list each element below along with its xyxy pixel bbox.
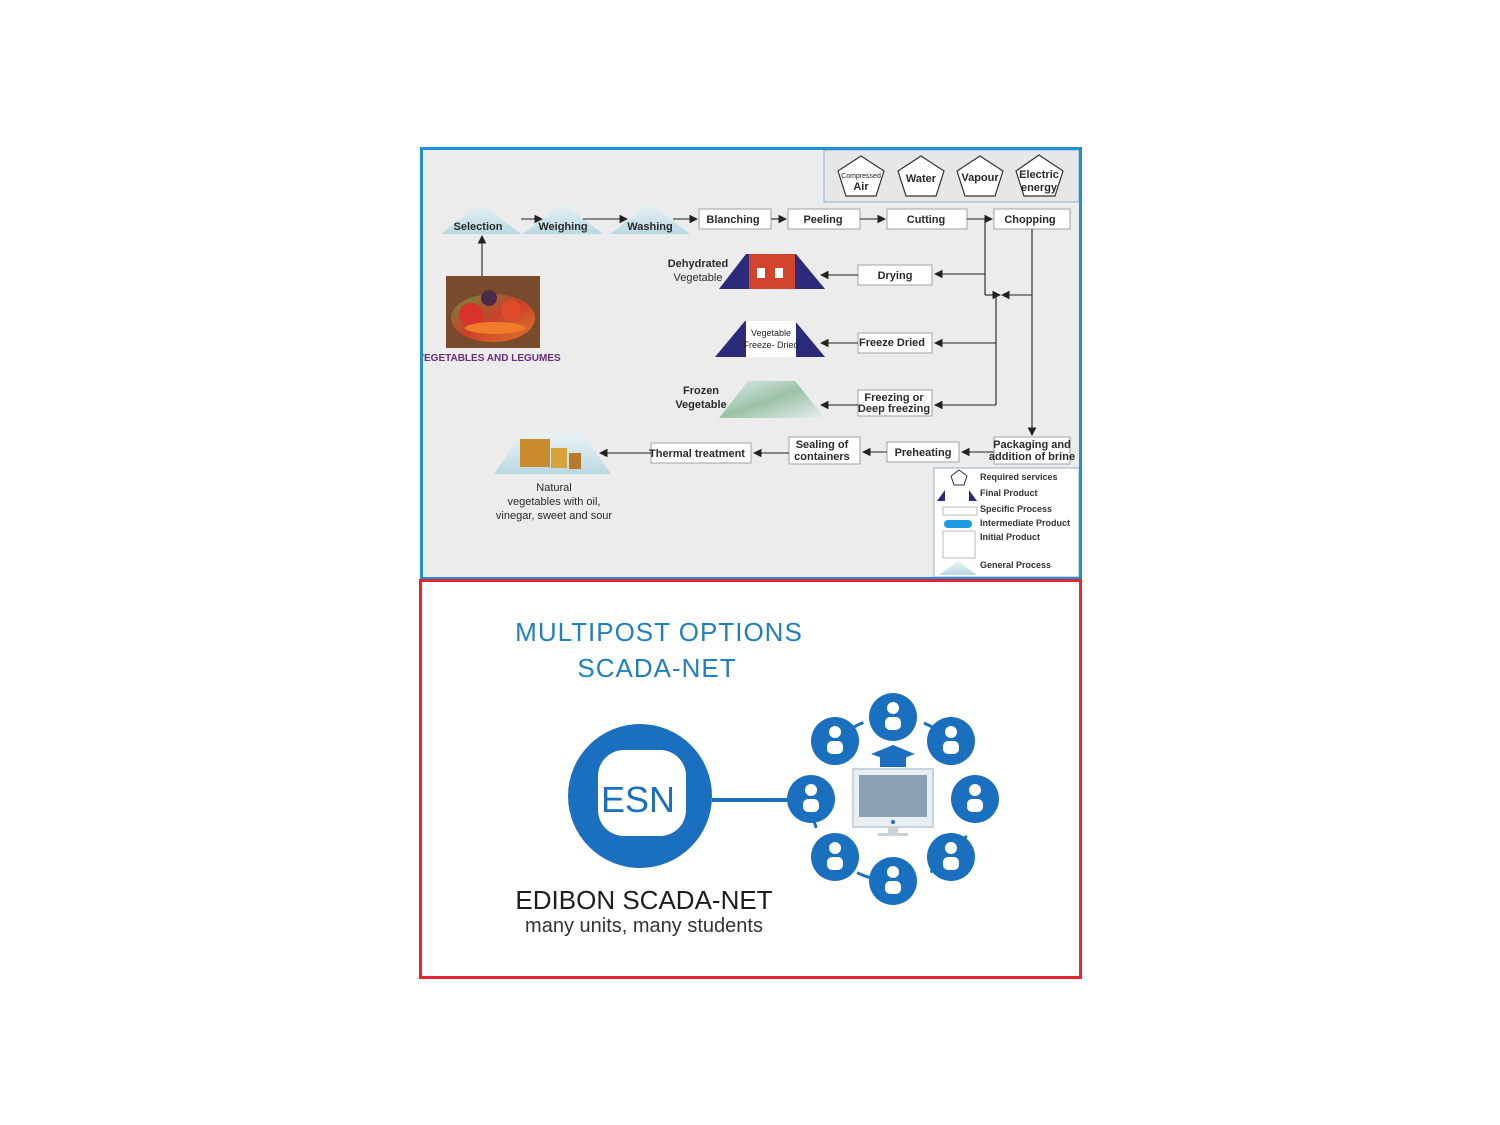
natural-line2: vegetables with oil, — [508, 496, 601, 508]
process-peeling: Peeling — [787, 208, 861, 230]
scada-title-line1: MULTIPOST OPTIONS — [515, 617, 803, 647]
process-thermal-treatment: Thermal treatment — [649, 442, 752, 464]
natural-line3: vinegar, sweet and sour — [496, 510, 613, 522]
student-icon — [926, 832, 975, 881]
legend-intermediate-icon — [944, 520, 972, 528]
general-process-selection: Selection — [441, 203, 521, 234]
process-blanching: Blanching — [698, 208, 772, 230]
peeling-label: Peeling — [803, 214, 842, 226]
service-vapour-label: Vapour — [961, 172, 999, 184]
service-electric-line2: energy — [1021, 182, 1058, 194]
selection-label: Selection — [454, 221, 503, 233]
sealing-line1: Sealing of — [796, 439, 849, 451]
legend-initial-icon — [942, 530, 976, 559]
process-cutting: Cutting — [886, 208, 968, 230]
scada-net-svg: MULTIPOST OPTIONS SCADA-NET ESN EDIBON S… — [515, 617, 999, 937]
esn-logo: ESN — [568, 724, 712, 868]
process-chopping: Chopping — [993, 208, 1071, 230]
final-product-freeze-dried: Vegetable Freeze- Dried — [715, 321, 825, 357]
student-icon — [869, 857, 917, 905]
weighing-label: Weighing — [538, 221, 587, 233]
freeze-dried-product-line1: Vegetable — [751, 328, 791, 338]
student-icon — [869, 693, 917, 741]
service-electric-energy: Electric energy — [1015, 154, 1064, 197]
student-icon — [951, 775, 999, 823]
freezing-line2: Deep freezing — [858, 403, 930, 415]
frozen-line2: Vegetable — [675, 399, 726, 411]
blanching-label: Blanching — [706, 214, 759, 226]
legend-specific: Specific Process — [980, 504, 1052, 514]
service-air-line1: Compressed — [841, 173, 881, 180]
sealing-line2: containers — [794, 451, 850, 463]
required-services-area: Compressed Air Water Vapour Electric ene… — [823, 150, 1079, 203]
thermal-label: Thermal treatment — [649, 448, 745, 460]
natural-line1: Natural — [536, 482, 571, 494]
cutting-label: Cutting — [907, 214, 945, 226]
process-flow-svg: Compressed Air Water Vapour Electric ene… — [423, 150, 1079, 577]
drying-label: Drying — [878, 270, 913, 282]
freezing-line1: Freezing or — [864, 392, 924, 404]
process-freezing: Freezing or Deep freezing — [857, 389, 933, 417]
student-icon — [811, 832, 860, 881]
brand-title: EDIBON SCADA-NET — [515, 885, 772, 915]
process-packaging: Packaging and addition of brine — [989, 436, 1075, 465]
general-process-washing: Washing — [610, 203, 690, 234]
right-connectors — [933, 219, 1037, 437]
legend-final: Final Product — [980, 488, 1038, 498]
final-product-natural: Natural vegetables with oil, vinegar, sw… — [494, 433, 612, 522]
initial-product-label: VEGETABLES AND LEGUMES — [423, 353, 561, 364]
dehydrated-line2: Vegetable — [674, 272, 723, 284]
initial-product-vegetables: VEGETABLES AND LEGUMES — [423, 276, 561, 364]
service-air-line2: Air — [853, 181, 869, 193]
computer-icon — [852, 745, 934, 836]
final-product-frozen: Frozen Vegetable — [675, 381, 825, 418]
general-process-weighing: Weighing — [523, 203, 603, 234]
washing-label: Washing — [627, 221, 672, 233]
final-product-dehydrated: Dehydrated Vegetable — [668, 254, 825, 289]
scada-title-line2: SCADA-NET — [577, 653, 736, 683]
preheating-label: Preheating — [895, 447, 952, 459]
chopping-label: Chopping — [1004, 214, 1055, 226]
esn-logo-text: ESN — [601, 779, 675, 820]
process-freeze-dried: Freeze Dried — [857, 332, 933, 354]
legend-required: Required services — [980, 472, 1058, 482]
process-sealing: Sealing of containers — [788, 436, 861, 465]
service-water: Water — [897, 155, 945, 197]
service-vapour: Vapour — [956, 155, 1004, 197]
scada-net-panel: MULTIPOST OPTIONS SCADA-NET ESN EDIBON S… — [419, 579, 1082, 979]
student-icon — [926, 717, 975, 766]
freeze-dried-label: Freeze Dried — [859, 337, 925, 349]
freeze-dried-product-line2: Freeze- Dried — [743, 340, 798, 350]
legend-intermediate: Intermediate Product — [980, 518, 1070, 528]
process-drying: Drying — [857, 264, 933, 286]
packaging-line2: addition of brine — [989, 451, 1075, 463]
student-icon — [787, 775, 835, 823]
legend: Required services Final Product Specific… — [933, 467, 1079, 577]
process-preheating: Preheating — [886, 441, 960, 463]
legend-final-inner — [945, 490, 969, 501]
legend-initial: Initial Product — [980, 532, 1040, 542]
food-process-diagram: Compressed Air Water Vapour Electric ene… — [420, 147, 1082, 580]
frozen-line1: Frozen — [683, 385, 719, 397]
dehydrated-line1: Dehydrated — [668, 258, 729, 270]
service-water-label: Water — [906, 173, 937, 185]
students-ring — [787, 693, 999, 905]
service-electric-line1: Electric — [1019, 169, 1059, 181]
legend-pentagon-icon — [950, 469, 968, 486]
brand-tagline: many units, many students — [525, 915, 763, 937]
legend-general-icon — [939, 561, 977, 575]
legend-general: General Process — [980, 560, 1051, 570]
packaging-line1: Packaging and — [993, 439, 1071, 451]
legend-specific-icon — [942, 506, 978, 516]
student-icon — [811, 717, 860, 766]
service-compressed-air: Compressed Air — [837, 155, 885, 197]
